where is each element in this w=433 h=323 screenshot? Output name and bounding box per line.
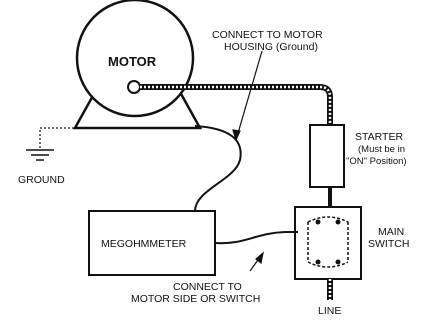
- motor-shaft: [127, 80, 141, 94]
- switch-contacts: [307, 216, 349, 268]
- megohmmeter-switch-lead: [214, 231, 298, 245]
- connect-housing-label-2: HOUSING (Ground): [224, 41, 318, 53]
- connect-side-label-1: CONNECT TO: [173, 281, 242, 293]
- main-switch-box: [294, 206, 362, 280]
- line-label: LINE: [318, 305, 341, 317]
- megohmmeter-housing-lead: [194, 125, 242, 212]
- connect-housing-label-1: CONNECT TO MOTOR: [212, 29, 323, 41]
- callout-arrows: [232, 50, 264, 272]
- motor-label: MOTOR: [108, 54, 157, 69]
- ground-wire: [39, 127, 74, 150]
- megohmmeter-label: MEGOHMMETER: [101, 238, 187, 250]
- ground-symbol: [26, 149, 54, 161]
- starter-label-3: "ON" Position): [346, 156, 407, 167]
- starter-box: [309, 124, 345, 188]
- ground-label: GROUND: [18, 174, 65, 186]
- starter-label-1: STARTER: [355, 131, 403, 143]
- main-switch-label-2: SWITCH: [368, 238, 409, 250]
- main-switch-label-1: MAIN: [378, 226, 404, 238]
- starter-label-2: (Must be in: [358, 144, 405, 155]
- connect-side-label-2: MOTOR SIDE OR SWITCH: [131, 293, 260, 305]
